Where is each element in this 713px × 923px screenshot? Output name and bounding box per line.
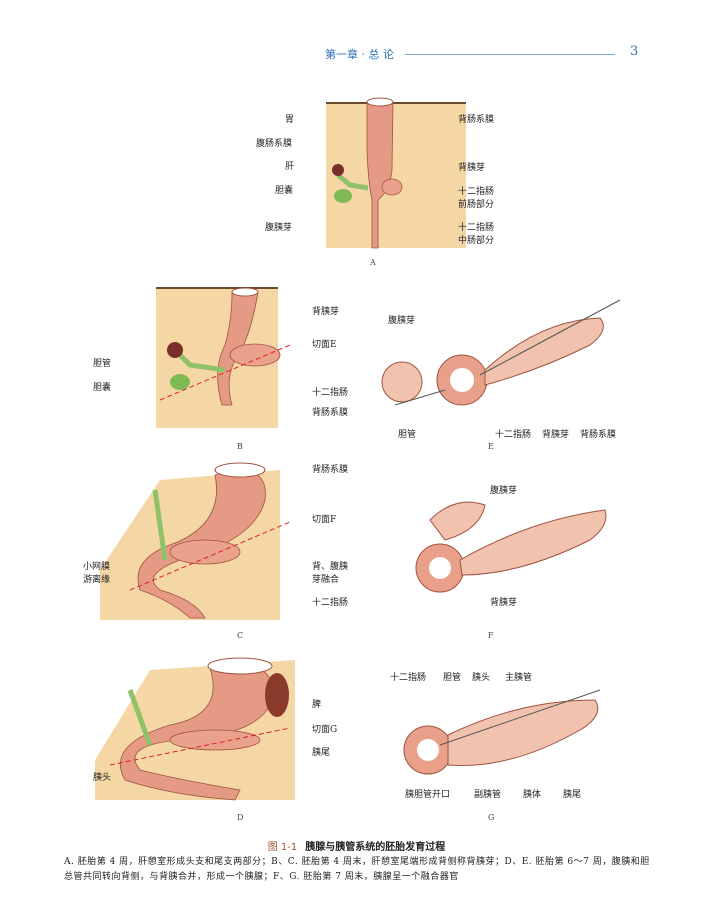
label-dorsal-bud: 背胰芽 xyxy=(490,598,518,608)
label-ventral-mesentery: 腹肠系膜 xyxy=(256,139,293,149)
label-section-f: 切面F xyxy=(312,515,337,525)
label-pancreas-head: 胰头 xyxy=(472,673,491,683)
label-duodenum: 十二指肠 xyxy=(312,388,349,398)
label-section-g: 切面G xyxy=(312,725,338,735)
label-gallbladder: 胆囊 xyxy=(275,186,294,196)
label-pancreas-head: 胰头 xyxy=(93,773,112,783)
illustration-e xyxy=(381,299,621,406)
label-free-edge: 游离缘 xyxy=(83,575,111,585)
label-bud-fusion: 背、腹胰 xyxy=(312,562,349,572)
label-pancreas-tail: 胰尾 xyxy=(312,748,331,758)
figure-description: A. 胚胎第 4 周，肝憩室形成头支和尾支两部分；B、C. 胚胎第 4 周末，肝… xyxy=(64,857,650,882)
caption-g: G xyxy=(488,813,495,822)
label-ventral-bud: 腹胰芽 xyxy=(388,316,416,326)
label-duodenum: 十二指肠 xyxy=(458,187,495,197)
label-bud-fusion-2: 芽融合 xyxy=(312,575,340,585)
label-midgut: 中肠部分 xyxy=(458,236,495,246)
header-rule xyxy=(405,54,615,55)
caption-b: B xyxy=(237,442,243,451)
figure-caption: 图 1-1 胰腺与胰管系统的胚胎发育过程 xyxy=(0,838,713,853)
illustration-b xyxy=(156,287,291,428)
label-bile-duct: 胆管 xyxy=(443,673,462,683)
illustration-a xyxy=(326,97,466,249)
label-bile-duct: 胆管 xyxy=(93,359,112,369)
page-number: 3 xyxy=(630,44,639,59)
caption-e: E xyxy=(488,442,494,451)
label-duodenum: 十二指肠 xyxy=(312,598,349,608)
label-liver: 肝 xyxy=(285,162,295,172)
caption-a: A xyxy=(370,258,376,267)
caption-d: D xyxy=(237,813,244,822)
illustration-g xyxy=(403,689,601,775)
label-lesser-omentum: 小网膜 xyxy=(83,562,111,572)
label-foregut: 前肠部分 xyxy=(458,200,495,210)
label-dorsal-bud: 背胰芽 xyxy=(542,430,570,440)
illustration-c xyxy=(100,462,291,620)
illustration-f xyxy=(415,501,607,593)
chapter-header: 第一章 · 总 论 xyxy=(325,48,394,61)
label-accessory-duct: 副胰管 xyxy=(474,790,502,800)
label-pancreas-tail: 胰尾 xyxy=(563,790,582,800)
label-bile-duct: 胆管 xyxy=(398,430,417,440)
label-dorsal-mesentery: 背肠系膜 xyxy=(580,430,617,440)
label-section-e: 切面E xyxy=(312,340,337,350)
label-main-duct: 主胰管 xyxy=(505,673,533,683)
figure-number: 图 1-1 xyxy=(267,842,298,853)
caption-c: C xyxy=(237,631,244,640)
label-duodenum: 十二指肠 xyxy=(458,223,495,233)
label-duodenum: 十二指肠 xyxy=(390,673,427,683)
label-gallbladder: 胆囊 xyxy=(93,383,112,393)
label-dorsal-mesentery: 背肠系膜 xyxy=(458,115,495,125)
label-dorsal-bud: 背胰芽 xyxy=(312,307,340,317)
label-spleen: 脾 xyxy=(312,700,322,710)
figure-title: 胰腺与胰管系统的胚胎发育过程 xyxy=(305,842,446,853)
caption-f: F xyxy=(488,631,494,640)
label-dorsal-bud: 背胰芽 xyxy=(458,163,486,173)
label-dorsal-mesentery: 背肠系膜 xyxy=(312,465,349,475)
label-stomach: 胃 xyxy=(285,115,295,125)
label-duodenum: 十二指肠 xyxy=(495,430,532,440)
label-pancreas-body: 胰体 xyxy=(523,790,542,800)
illustration-d xyxy=(95,657,295,801)
label-dorsal-mesentery: 背肠系膜 xyxy=(312,408,349,418)
label-ampulla: 胰胆管开口 xyxy=(405,790,451,800)
label-ventral-bud: 腹胰芽 xyxy=(265,223,293,233)
label-ventral-bud: 腹胰芽 xyxy=(490,486,518,496)
